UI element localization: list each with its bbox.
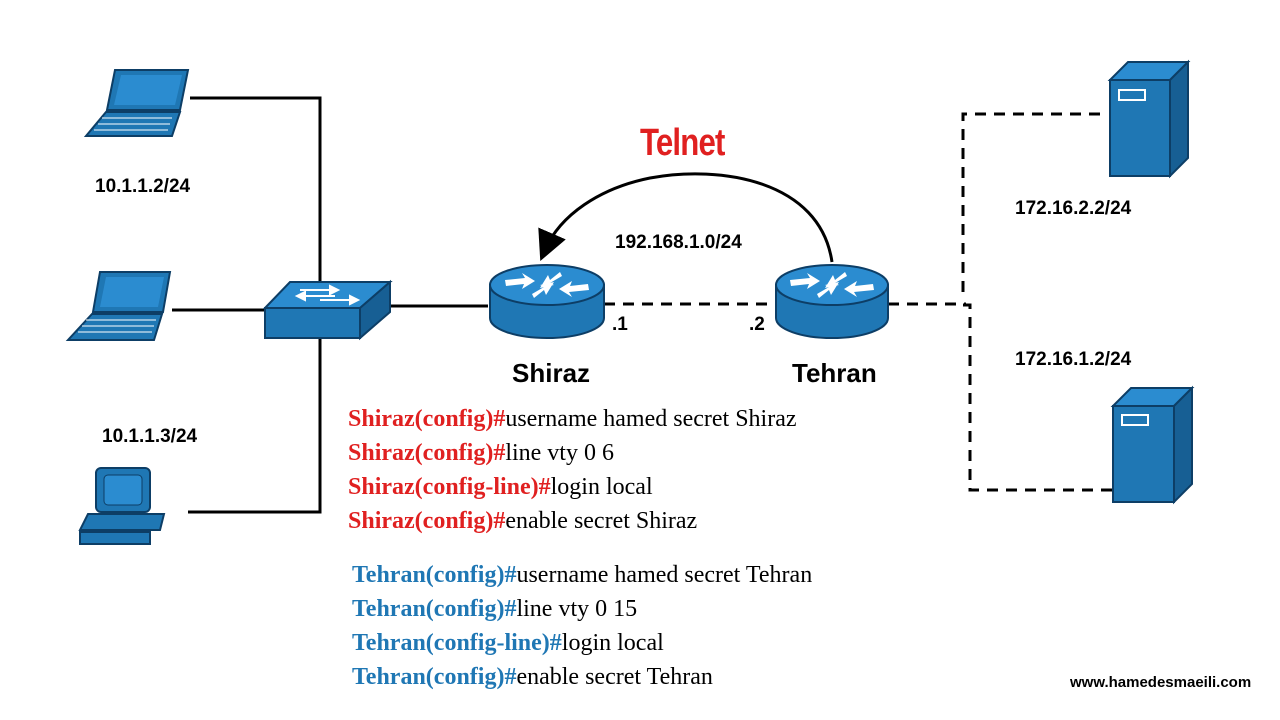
host-ip-label: 172.16.2.2/24 (1015, 198, 1132, 219)
config-command: enable secret Shiraz (505, 508, 698, 534)
config-prompt: Shiraz(config-line)# (348, 474, 551, 500)
config-command-line: Shiraz(config)#enable secret Shiraz (348, 508, 697, 535)
config-command: line vty 0 15 (516, 596, 638, 622)
lan-links (172, 96, 488, 514)
config-command-line: Tehran(config)#enable secret Tehran (352, 664, 713, 691)
router-name-shiraz: Shiraz (512, 358, 591, 388)
config-prompt: Tehran(config)# (352, 562, 517, 588)
config-command: line vty 0 6 (505, 440, 614, 466)
config-command: username hamed secret Shiraz (505, 406, 797, 432)
host-ip-label: 10.1.1.3/24 (102, 426, 198, 447)
telnet-label: Telnet (640, 122, 725, 164)
dashed-links (604, 112, 1112, 492)
config-command-line: Tehran(config)#line vty 0 15 (352, 596, 637, 623)
router-icon[interactable] (775, 264, 889, 339)
config-prompt: Shiraz(config)# (348, 440, 506, 466)
desktop-pc-icon[interactable] (78, 467, 166, 545)
server-icon[interactable] (1110, 385, 1195, 505)
config-command-line: Shiraz(config)#username hamed secret Shi… (348, 406, 797, 433)
laptop-icon[interactable] (83, 69, 190, 137)
host-ip-label: 172.16.1.2/24 (1015, 349, 1132, 370)
router-icon[interactable] (489, 264, 605, 339)
config-prompt: Tehran(config-line)# (352, 630, 562, 656)
config-prompt: Tehran(config)# (352, 664, 517, 690)
switch-icon[interactable] (262, 279, 393, 341)
config-command-line: Shiraz(config)#line vty 0 6 (348, 440, 614, 467)
config-command-line: Shiraz(config-line)#login local (348, 474, 653, 501)
shiraz-interface-label: .1 (612, 314, 628, 335)
server-icon[interactable] (1107, 59, 1191, 179)
config-command: login local (550, 474, 653, 500)
config-prompt: Shiraz(config)# (348, 508, 506, 534)
config-command: login local (561, 630, 664, 656)
config-command: enable secret Tehran (516, 664, 713, 690)
config-prompt: Shiraz(config)# (348, 406, 506, 432)
config-prompt: Tehran(config)# (352, 596, 517, 622)
router-name-tehran: Tehran (792, 358, 877, 388)
telnet-arrow (538, 172, 834, 263)
laptop-icon[interactable] (65, 271, 172, 341)
config-command-line: Tehran(config)#username hamed secret Teh… (352, 562, 812, 589)
website-watermark: www.hamedesmaeili.com (1070, 674, 1252, 691)
config-command-line: Tehran(config-line)#login local (352, 630, 664, 657)
tehran-interface-label: .2 (749, 314, 765, 335)
host-ip-label: 10.1.1.2/24 (95, 176, 191, 197)
network-label: 192.168.1.0/24 (615, 232, 742, 253)
config-command: username hamed secret Tehran (516, 562, 813, 588)
